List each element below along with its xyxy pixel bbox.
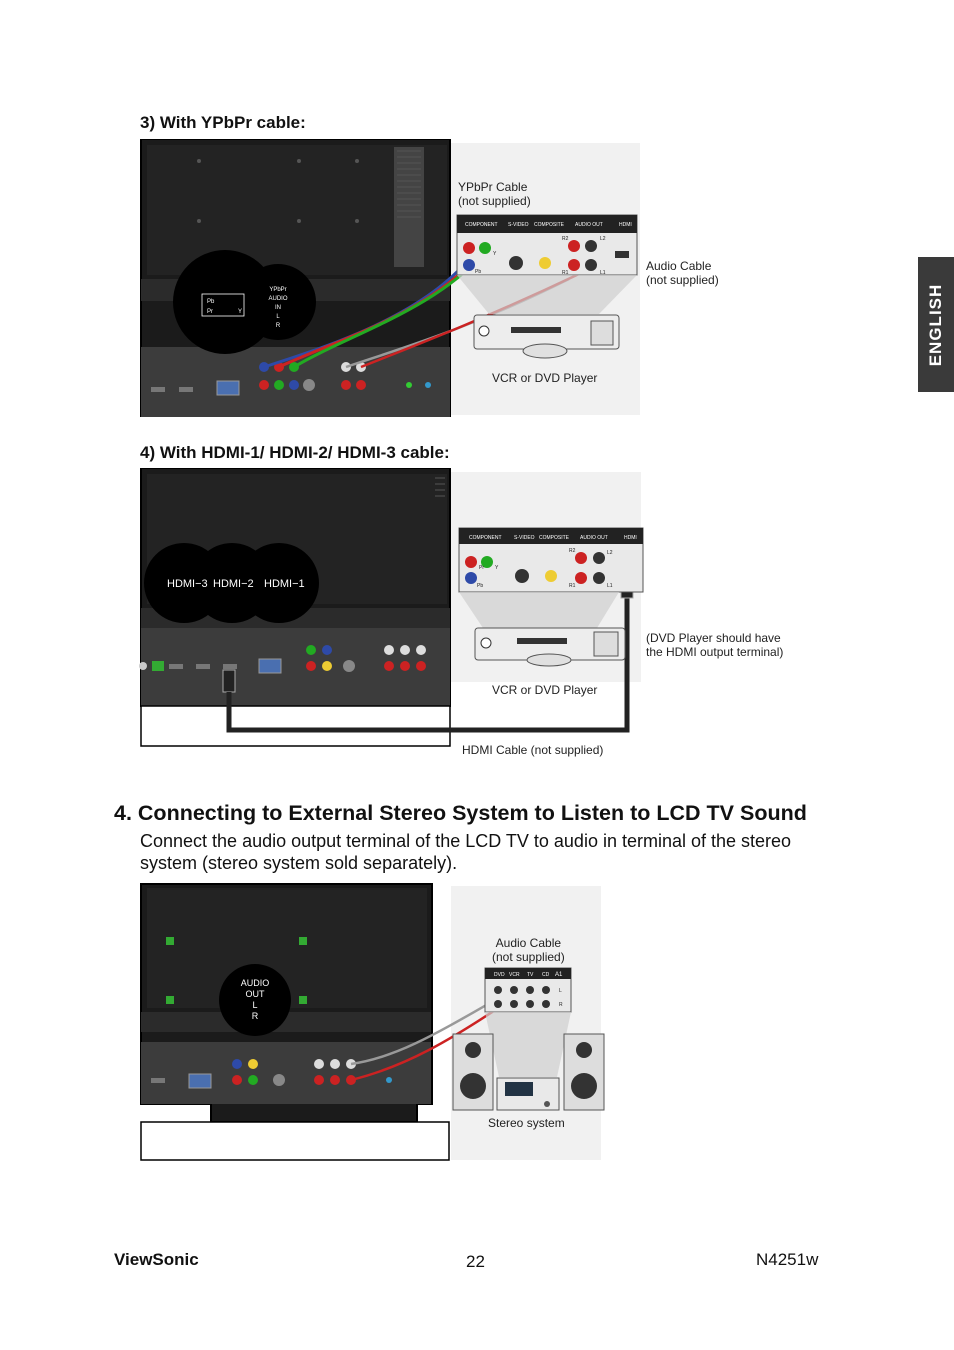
fig4-jack-r2: R2: [569, 548, 576, 554]
fig4-panel-audioout: AUDIO OUT: [580, 535, 608, 541]
fig5-panel-dvd: DVD: [494, 972, 505, 978]
fig3-diagram: Pb Pr Y YPbPr AUDIO IN L R COMPONENT S-V…: [140, 139, 640, 417]
fig3-jack-y: Y: [493, 251, 497, 257]
fig3-jack-pb: Pb: [475, 269, 481, 275]
fig4-jack-l1: L1: [607, 583, 613, 589]
fig4-diagram: HDMI−3 HDMI−2 HDMI−1 COMPONENT S-VIDEO C…: [139, 468, 644, 747]
fig5-panel-a1: A1: [555, 972, 563, 978]
fig4-jack-pb: Pb: [477, 583, 483, 589]
language-tab-label: ENGLISH: [926, 283, 945, 366]
fig5-panel-vcr: VCR: [509, 972, 520, 978]
fig4-panel-component: COMPONENT: [469, 535, 502, 541]
fig5-panel-l: L: [559, 988, 562, 994]
fig3-jack-l1: L1: [600, 270, 606, 276]
fig5-panel-r: R: [559, 1002, 563, 1008]
section4-title: 4. Connecting to External Stereo System …: [114, 801, 807, 825]
fig4-jack-pr: Pr: [479, 565, 484, 571]
fig3-device-caption: VCR or DVD Player: [492, 371, 598, 385]
fig5-port-r: R: [252, 1011, 259, 1021]
fig4-panel-composite: COMPOSITE: [539, 535, 570, 541]
fig5-port-l: L: [252, 1000, 257, 1010]
fig3-port-y: Y: [238, 309, 242, 315]
fig4-hdmi3-label: HDMI−3: [167, 578, 208, 590]
footer-model: N4251w: [756, 1250, 819, 1269]
fig3-heading: 3) With YPbPr cable:: [140, 113, 306, 132]
fig5-stereo-caption: Stereo system: [488, 1116, 565, 1130]
fig3-port-pb: Pb: [207, 299, 215, 305]
fig5-diagram: AUDIO OUT L R DVD VCR TV CD A1 L R: [140, 883, 605, 1161]
fig3-panel-audioout: AUDIO OUT: [575, 222, 603, 228]
fig5-panel-cd: CD: [542, 972, 550, 978]
fig3-jack-l2: L2: [600, 236, 606, 242]
fig4-jack-l2: L2: [607, 550, 613, 556]
fig3-port-r: R: [276, 323, 281, 329]
fig4-cable-caption: HDMI Cable (not supplied): [462, 743, 604, 757]
fig3-panel-svideo: S-VIDEO: [508, 222, 529, 228]
fig4-heading: 4) With HDMI-1/ HDMI-2/ HDMI-3 cable:: [140, 443, 450, 462]
fig3-audio-caption: Audio Cable(not supplied): [646, 259, 719, 287]
fig3-port-pr: Pr: [207, 309, 213, 315]
fig3-port-ypbpr: YPbPr: [269, 287, 286, 293]
fig5-port-out: OUT: [246, 989, 266, 999]
language-tab: ENGLISH: [918, 257, 954, 392]
fig5-panel-tv: TV: [527, 972, 534, 978]
fig3-jack-r2: R2: [562, 236, 569, 242]
fig5-port-audio: AUDIO: [241, 978, 270, 988]
fig3-port-in: IN: [275, 305, 281, 311]
fig4-jack-y: Y: [495, 565, 499, 571]
footer-brand: ViewSonic: [114, 1250, 199, 1269]
section4-body: Connect the audio output terminal of the…: [140, 831, 792, 873]
footer-page-number: 22: [466, 1252, 485, 1271]
fig4-jack-r1: R1: [569, 583, 576, 589]
fig3-port-l: L: [276, 314, 280, 320]
fig3-panel-component: COMPONENT: [465, 222, 498, 228]
fig3-cable-caption: YPbPr Cable(not supplied): [458, 180, 531, 208]
fig4-panel-svideo: S-VIDEO: [514, 535, 535, 541]
fig4-hdmi1-label: HDMI−1: [264, 578, 305, 590]
fig4-hdmi2-label: HDMI−2: [213, 578, 254, 590]
fig4-device-caption: VCR or DVD Player: [492, 683, 598, 697]
fig3-port-audio: AUDIO: [268, 296, 287, 302]
fig4-panel-hdmi: HDMI: [624, 535, 637, 541]
fig3-panel-composite: COMPOSITE: [534, 222, 565, 228]
fig3-panel-hdmi: HDMI: [619, 222, 632, 228]
fig5-audio-caption: Audio Cable(not supplied): [492, 936, 565, 964]
fig3-jack-r1: R1: [562, 270, 569, 276]
